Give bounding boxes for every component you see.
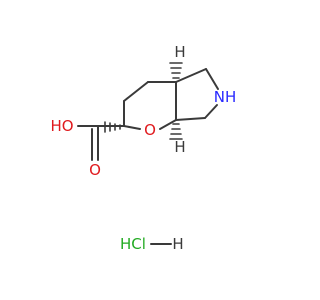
atom-h-top: H bbox=[174, 43, 185, 61]
atom-o-ring: O bbox=[144, 121, 156, 139]
hashed-wedge-c2 bbox=[104, 121, 121, 133]
stereo-wedges bbox=[104, 62, 183, 140]
atom-oh: HO bbox=[50, 117, 73, 135]
bond-c5-n bbox=[205, 68, 219, 90]
bonds bbox=[77, 68, 219, 245]
bond-c7-c7a bbox=[175, 117, 206, 121]
bond-oring-c2 bbox=[123, 125, 141, 130]
atom-hcl: HCl bbox=[120, 235, 146, 253]
bond-c4-c3 bbox=[123, 81, 149, 102]
atom-o-carbonyl: O bbox=[89, 161, 101, 179]
atom-nh: NH bbox=[214, 88, 237, 106]
hashed-wedge-top bbox=[169, 62, 183, 79]
bond-c4a-c5 bbox=[175, 68, 207, 83]
bond-c7a-oring bbox=[159, 119, 177, 130]
bond-n-c7 bbox=[204, 104, 218, 119]
atom-labels: H NH O H HO O HCl H bbox=[50, 43, 236, 253]
atom-h-bottom: H bbox=[174, 138, 185, 156]
atom-h-hcl: H bbox=[172, 235, 183, 253]
hashed-wedge-bottom bbox=[169, 123, 183, 140]
structure-diagram: H NH O H HO O HCl H bbox=[50, 43, 236, 253]
